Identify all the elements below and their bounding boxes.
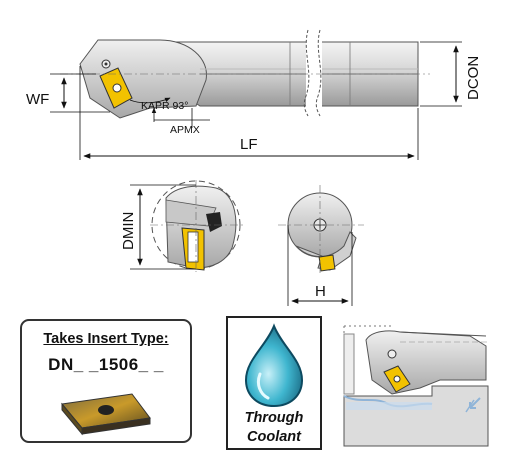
apmx-dimension: APMX [151, 107, 210, 136]
dmin-label: DMIN [120, 212, 137, 250]
front-end-view: DMIN [120, 180, 246, 272]
kapr-label: KAPR 93° [141, 100, 188, 112]
dcon-dimension: DCON [420, 41, 482, 107]
rear-end-view: H [278, 185, 364, 306]
coolant-line-1: Through [244, 410, 304, 426]
wf-dimension: WF [26, 73, 110, 113]
h-label: H [315, 283, 326, 300]
through-coolant-panel: Through Coolant [226, 316, 322, 450]
boring-bar-side-view [60, 29, 430, 119]
apmx-label: APMX [170, 124, 200, 136]
coolant-line-2: Coolant [247, 429, 301, 445]
insert-type-code: DN_ _1506_ _ [48, 355, 164, 374]
lf-dimension: LF [79, 66, 419, 160]
application-sketch [343, 325, 489, 447]
wf-label: WF [26, 91, 49, 108]
lf-label: LF [240, 136, 258, 153]
insert-type-panel: Takes Insert Type: DN_ _1506_ _ [20, 319, 192, 443]
dcon-label: DCON [465, 56, 482, 100]
insert-type-title: Takes Insert Type: [43, 331, 169, 347]
